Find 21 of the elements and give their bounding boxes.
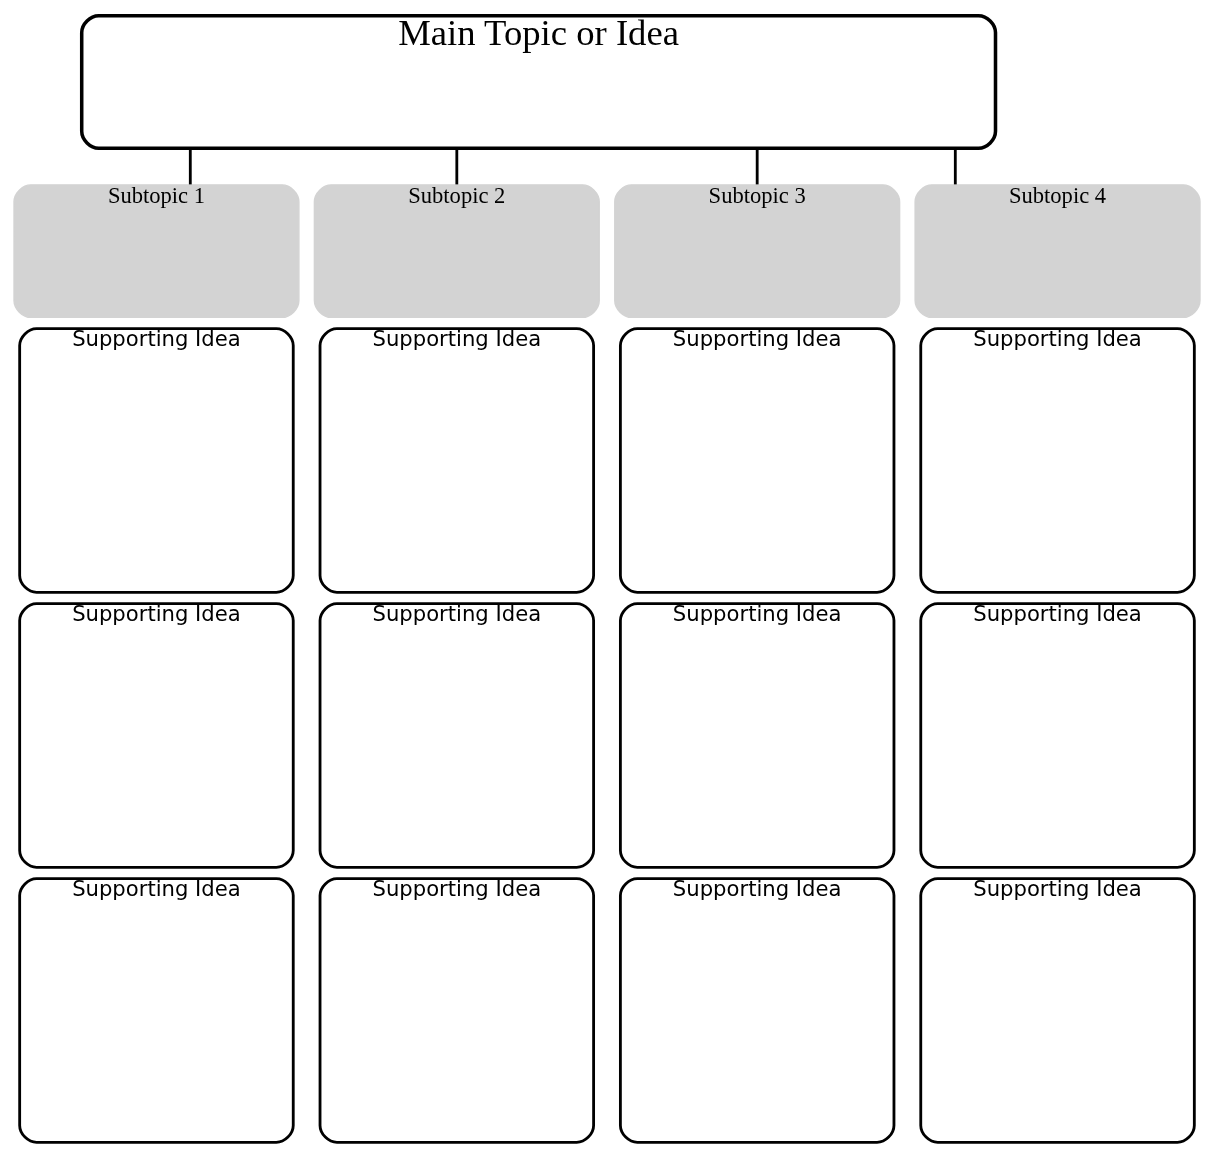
connector [755,147,759,184]
connector [455,147,459,184]
node-box: Supporting Idea [919,876,1196,1144]
connector [188,147,192,184]
node-box: Supporting Idea [619,326,896,594]
node-box: Main Topic or Idea [79,13,998,150]
node-box: Supporting Idea [318,326,595,594]
node-box: Supporting Idea [919,601,1196,869]
node-box: Subtopic 2 [313,183,600,318]
connector [953,147,957,184]
node-box: Supporting Idea [18,876,295,1144]
node-box: Subtopic 4 [914,183,1201,318]
node-box: Supporting Idea [318,601,595,869]
node-box: Supporting Idea [619,876,896,1144]
node-box: Supporting Idea [619,601,896,869]
node-box: Subtopic 3 [614,183,901,318]
node-box: Supporting Idea [919,326,1196,594]
node-box: Supporting Idea [318,876,595,1144]
node-box: Supporting Idea [18,326,295,594]
node-box: Supporting Idea [18,601,295,869]
node-box: Subtopic 1 [13,183,300,318]
